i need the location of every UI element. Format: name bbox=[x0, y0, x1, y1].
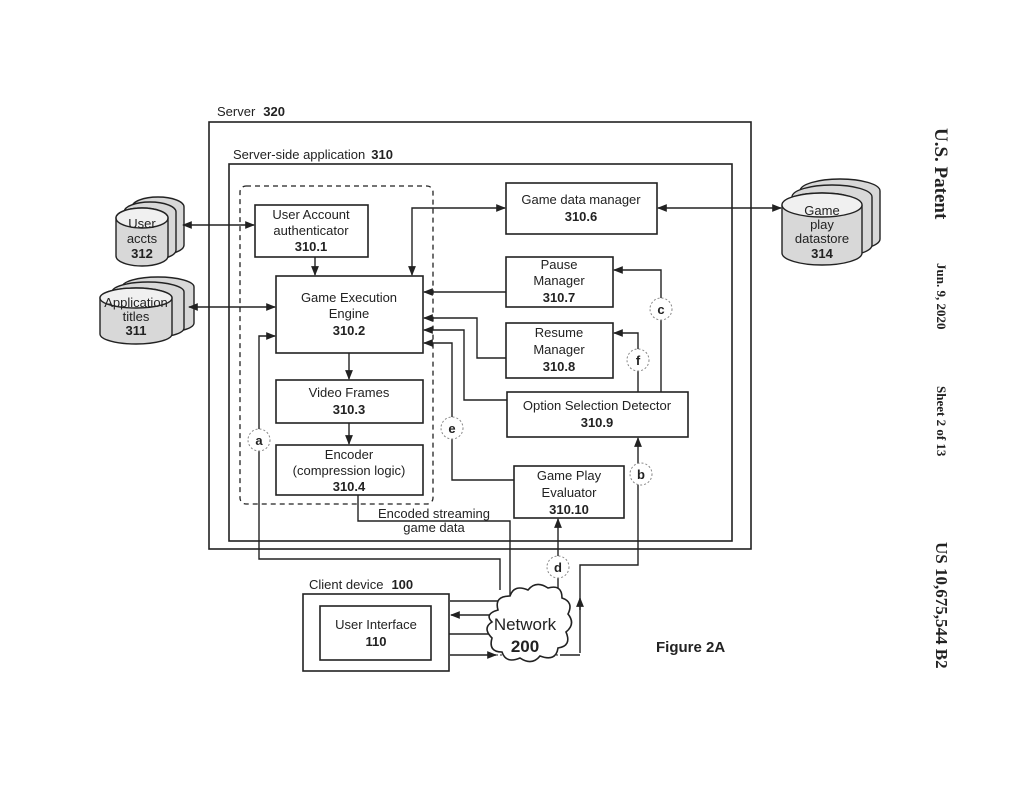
encoder: Encoder (compression logic) 310.4 bbox=[275, 444, 424, 496]
stream-label-line1: Encoded streaming bbox=[378, 506, 490, 521]
network-cloud: Network 200 bbox=[486, 583, 573, 663]
svg-text:310.3: 310.3 bbox=[333, 402, 366, 417]
server-app-box bbox=[228, 163, 733, 542]
svg-text:accts: accts bbox=[127, 231, 158, 246]
svg-text:314: 314 bbox=[811, 246, 833, 261]
engine-group-dashed bbox=[239, 185, 434, 505]
svg-text:Application: Application bbox=[104, 295, 168, 310]
user-interface: User Interface 110 bbox=[319, 605, 432, 661]
figure-label: Figure 2A bbox=[656, 639, 725, 656]
connector-f: f bbox=[626, 348, 650, 372]
video-frames: Video Frames 310.3 bbox=[275, 379, 424, 424]
datastore-gameplay: Game play datastore 314 bbox=[781, 178, 881, 266]
svg-text:312: 312 bbox=[131, 246, 153, 261]
svg-text:Game data manager: Game data manager bbox=[521, 192, 641, 207]
server-box bbox=[208, 121, 752, 550]
connector-e: e bbox=[440, 416, 464, 440]
connection-lines bbox=[182, 204, 782, 659]
svg-text:310.7: 310.7 bbox=[543, 290, 576, 305]
svg-text:(compression logic): (compression logic) bbox=[293, 463, 406, 478]
resume-manager: Resume Manager 310.8 bbox=[505, 322, 614, 379]
sheet-number: Sheet 2 of 13 bbox=[934, 386, 949, 457]
connector-c: c bbox=[649, 297, 673, 321]
svg-text:Evaluator: Evaluator bbox=[542, 485, 598, 500]
svg-text:Encoder: Encoder bbox=[325, 447, 374, 462]
publication-label: U.S. Patent bbox=[930, 128, 951, 220]
svg-text:Game Execution: Game Execution bbox=[301, 290, 397, 305]
svg-text:b: b bbox=[637, 467, 645, 482]
svg-text:Game: Game bbox=[804, 203, 839, 218]
patent-header: U.S. Patent Jun. 9, 2020 Sheet 2 of 13 U… bbox=[930, 128, 951, 669]
svg-text:310.9: 310.9 bbox=[581, 415, 614, 430]
svg-text:310.4: 310.4 bbox=[333, 479, 366, 494]
connector-a: a bbox=[247, 428, 271, 452]
svg-text:authenticator: authenticator bbox=[273, 223, 349, 238]
patent-number: US 10,675,544 B2 bbox=[932, 542, 951, 669]
svg-text:310.8: 310.8 bbox=[543, 359, 576, 374]
svg-text:200: 200 bbox=[511, 637, 539, 656]
svg-text:Resume: Resume bbox=[535, 325, 583, 340]
svg-text:110: 110 bbox=[366, 634, 387, 649]
svg-text:c: c bbox=[657, 302, 664, 317]
stream-label-line2: game data bbox=[403, 520, 465, 535]
svg-text:Network: Network bbox=[494, 615, 557, 634]
svg-text:d: d bbox=[554, 560, 562, 575]
svg-text:datastore: datastore bbox=[795, 231, 849, 246]
svg-text:User Interface: User Interface bbox=[335, 617, 417, 632]
svg-text:311: 311 bbox=[126, 323, 147, 338]
option-selection-detector: Option Selection Detector 310.9 bbox=[506, 391, 689, 438]
svg-text:play: play bbox=[810, 217, 834, 232]
game-execution-engine: Game Execution Engine 310.2 bbox=[275, 275, 424, 354]
svg-text:User Account: User Account bbox=[272, 207, 350, 222]
svg-text:a: a bbox=[255, 433, 263, 448]
svg-text:Option Selection Detector: Option Selection Detector bbox=[523, 398, 672, 413]
svg-text:310.1: 310.1 bbox=[295, 239, 328, 254]
svg-text:Manager: Manager bbox=[533, 273, 585, 288]
connector-d: d bbox=[546, 555, 570, 579]
pause-manager: Pause Manager 310.7 bbox=[505, 256, 614, 308]
game-play-evaluator: Game Play Evaluator 310.10 bbox=[513, 465, 625, 519]
svg-text:Manager: Manager bbox=[533, 342, 585, 357]
svg-text:310.6: 310.6 bbox=[565, 209, 598, 224]
game-data-manager: Game data manager 310.6 bbox=[505, 182, 658, 235]
svg-text:User: User bbox=[128, 216, 156, 231]
datastore-application-titles: Application titles 311 bbox=[99, 276, 195, 345]
connector-b: b bbox=[629, 462, 653, 486]
datastore-user-accts: User accts 312 bbox=[115, 196, 185, 267]
svg-text:Video Frames: Video Frames bbox=[309, 385, 390, 400]
svg-text:Game Play: Game Play bbox=[537, 468, 602, 483]
svg-text:titles: titles bbox=[123, 309, 150, 324]
svg-text:Pause: Pause bbox=[541, 257, 578, 272]
svg-text:f: f bbox=[636, 353, 641, 368]
svg-text:310.10: 310.10 bbox=[549, 502, 589, 517]
publication-date: Jun. 9, 2020 bbox=[934, 263, 949, 329]
user-account-authenticator: User Account authenticator 310.1 bbox=[254, 204, 369, 258]
svg-text:Engine: Engine bbox=[329, 306, 369, 321]
svg-text:e: e bbox=[448, 421, 455, 436]
svg-text:310.2: 310.2 bbox=[333, 323, 366, 338]
